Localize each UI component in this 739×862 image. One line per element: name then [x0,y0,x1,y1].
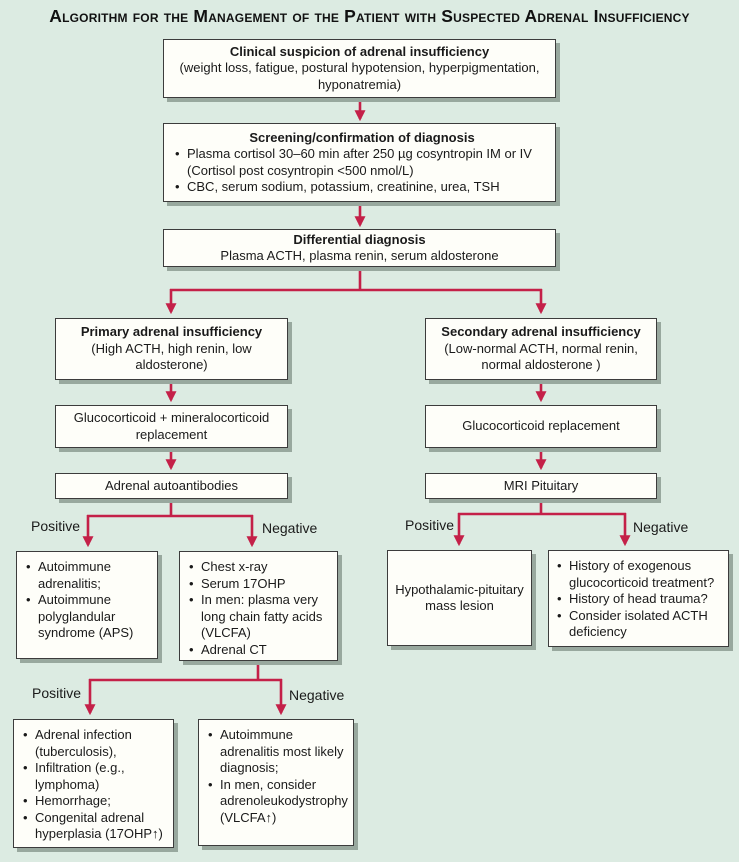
node-body-line: Glucocorticoid + mineralocorticoid repla… [73,410,270,442]
node-clinical-suspicion: Clinical suspicion of adrenal insufficie… [163,39,556,98]
node-body-line: Hypothalamic-pituitary mass lesion [395,581,524,614]
node-adrenal-autoantibodies: Adrenal autoantibodies [55,473,288,499]
bullet-item: CBC, serum sodium, potassium, creatinine… [174,179,550,196]
node-screening-confirmation: Screening/confirmation of diagnosis Plas… [163,123,556,202]
node-body-line: hyponatremia) [317,76,402,92]
node-mri-pituitary: MRI Pituitary [425,473,657,499]
bullet-item: In men: plasma very long chain fatty aci… [188,592,329,642]
node-heading: Differential diagnosis [293,231,426,247]
bullet-item: Autoimmune adrenalitis; [25,559,149,592]
bullet-item: Autoimmune polyglandular syndrome (APS) [25,592,149,642]
branch-label-positive: Positive [405,517,455,533]
node-heading: Secondary adrenal insufficiency [441,324,641,340]
node-body-line: Glucocorticoid replacement [462,418,620,434]
branch-label-negative: Negative [633,519,689,535]
node-autoimmune-adrenalitis-aps: Autoimmune adrenalitis; Autoimmune polyg… [16,551,158,659]
bullet-item: Infiltration (e.g., lymphoma) [22,760,165,793]
node-primary-adrenal-insufficiency: Primary adrenal insufficiency (High ACTH… [55,318,288,380]
node-body-line: (weight loss, fatigue, postural hypotens… [179,60,540,76]
node-further-workup: Chest x-ray Serum 17OHP In men: plasma v… [179,551,338,661]
bullet-item: Serum 17OHP [188,576,329,593]
node-glucocorticoid-replacement: Glucocorticoid replacement [425,405,657,448]
branch-label-negative: Negative [289,687,345,703]
bullet-item: Adrenal infection (tuberculosis), [22,727,165,760]
node-hypothalamic-pituitary-mass: Hypothalamic-pituitary mass lesion [387,550,532,646]
node-heading: Primary adrenal insufficiency [80,324,263,340]
node-body-line: Adrenal autoantibodies [105,477,238,493]
node-autoimmune-likely-diagnosis: Autoimmune adrenalitis most likely diagn… [198,719,354,846]
bullet-continuation: (Cortisol post cosyntropin <500 nmol/L) [187,162,414,178]
bullet-item: Consider isolated ACTH deficiency [556,608,724,641]
node-secondary-causes: History of exogenous glucocorticoid trea… [548,550,729,647]
bullet-item: History of exogenous glucocorticoid trea… [556,558,724,591]
bullet-item: Adrenal CT [188,642,329,659]
node-body-line: MRI Pituitary [503,477,579,493]
node-body-line: (High ACTH, high renin, low aldosterone) [91,340,252,373]
node-secondary-adrenal-insufficiency: Secondary adrenal insufficiency (Low-nor… [425,318,657,380]
bullet-item: Hemorrhage; [22,793,165,810]
bullet-item: History of head trauma? [556,591,724,608]
node-body-line: Plasma ACTH, plasma renin, serum aldoste… [220,248,499,263]
bullet-item: Plasma cortisol 30–60 min after 250 µg c… [174,146,550,163]
bullet-item: In men, consider adrenoleukodystrophy (V… [207,777,348,827]
bullet-item: Congenital adrenal hyperplasia (17OHP↑) [22,810,165,843]
node-glucocorticoid-mineralocorticoid-replacement: Glucocorticoid + mineralocorticoid repla… [55,405,288,448]
node-differential-diagnosis: Differential diagnosis Plasma ACTH, plas… [163,229,556,267]
node-body-line: (Low-normal ACTH, normal renin, normal a… [444,340,638,373]
bullet-item: Chest x-ray [188,559,329,576]
node-heading: Clinical suspicion of adrenal insufficie… [229,43,490,59]
node-heading: Screening/confirmation of diagnosis [249,129,475,145]
page-title: Algorithm for the Management of the Pati… [49,6,690,26]
branch-label-positive: Positive [32,685,82,701]
branch-label-positive: Positive [31,518,81,534]
branch-label-negative: Negative [262,520,318,536]
bullet-item: Autoimmune adrenalitis most likely diagn… [207,727,345,777]
node-primary-causes: Adrenal infection (tuberculosis), Infilt… [13,719,174,848]
